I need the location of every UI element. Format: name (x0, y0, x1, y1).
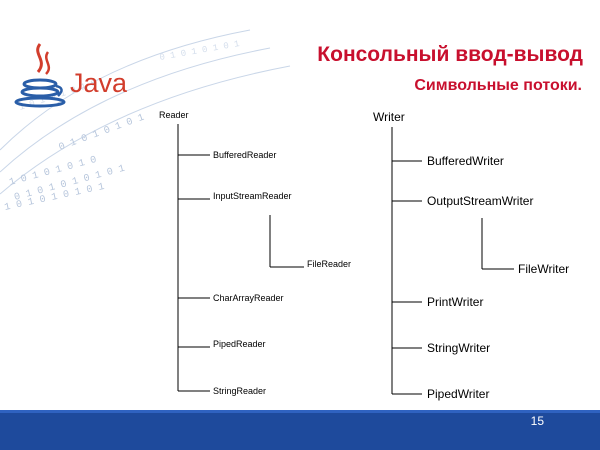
slide-subtitle: Символьные потоки. (414, 77, 582, 94)
reader-tree-lines (177, 124, 304, 392)
writer-tree-lines (391, 127, 514, 395)
footer-strip (0, 410, 600, 413)
reader-node-label: PipedReader (213, 339, 266, 349)
writer-root-label: Writer (373, 110, 405, 124)
writer-node-label: PrintWriter (427, 295, 483, 309)
reader-root-label: Reader (159, 110, 189, 120)
writer-node-label: OutputStreamWriter (427, 194, 533, 208)
reader-labels: Reader BufferedReader InputStreamReader … (159, 110, 351, 396)
writer-node-label: FileWriter (518, 262, 569, 276)
writer-labels: Writer BufferedWriter OutputStreamWriter… (373, 110, 569, 401)
coffee-cup-icon (14, 43, 66, 108)
writer-node-label: BufferedWriter (427, 154, 504, 168)
reader-node-label: FileReader (307, 259, 351, 269)
reader-node-label: InputStreamReader (213, 191, 292, 201)
writer-node-label: StringWriter (427, 341, 490, 355)
slide-title: Консольный ввод-вывод (317, 43, 583, 66)
reader-node-label: BufferedReader (213, 150, 276, 160)
writer-node-label: PipedWriter (427, 387, 489, 401)
slide-footer: 15 (0, 410, 600, 450)
reader-node-label: CharArrayReader (213, 293, 284, 303)
reader-node-label: StringReader (213, 386, 266, 396)
java-logo-text: Java (70, 68, 128, 98)
binary-arcs (0, 29, 291, 195)
page-number: 15 (530, 414, 544, 428)
java-logo: Java (14, 43, 128, 108)
